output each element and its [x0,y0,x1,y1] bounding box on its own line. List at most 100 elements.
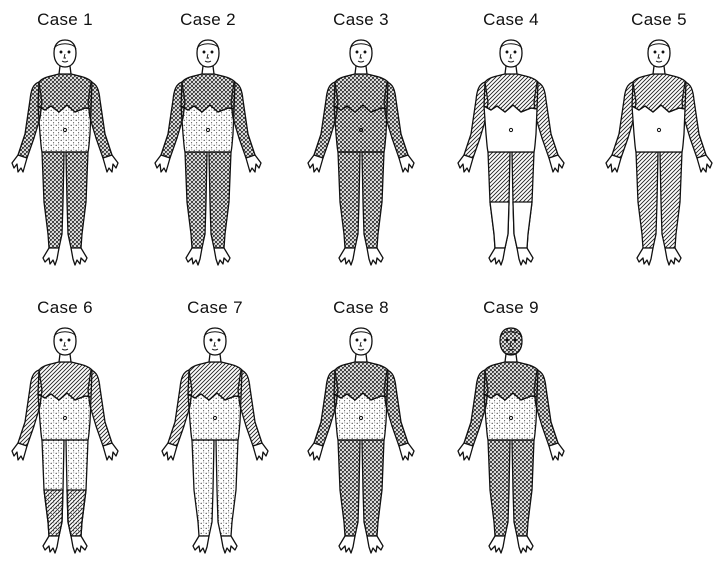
face-detail [356,51,358,53]
right-hand [253,443,268,460]
right-leg [216,440,238,536]
left-lower-leg [44,490,63,536]
left-hand [162,443,177,460]
right-hand [697,155,712,172]
left-foot [193,536,209,553]
left-foot [43,536,59,553]
right-foot [71,536,87,553]
face-detail [210,339,212,341]
case-2: Case 2 [143,10,273,270]
left-hand [308,155,323,172]
case-6: Case 6 [0,298,130,558]
face-detail [514,339,516,341]
left-foot [489,248,505,265]
left-hand [606,155,621,172]
right-foot [214,248,230,265]
right-foot [367,536,383,553]
left-leg [338,440,360,536]
face-detail [662,51,664,53]
left-foot [186,248,202,265]
body-figure [5,34,125,274]
body-figure [599,34,716,274]
left-leg [192,440,214,536]
face-detail [68,51,70,53]
right-leg [66,152,88,248]
body-figure [301,34,421,274]
right-foot [367,248,383,265]
left-hand [308,443,323,460]
right-hand [246,155,261,172]
body-figure [155,322,275,562]
chest [188,362,242,400]
case-label: Case 6 [0,298,130,318]
left-hand [12,443,27,460]
case-label: Case 9 [446,298,576,318]
chest [334,362,388,400]
left-hand [12,155,27,172]
case-label: Case 2 [143,10,273,30]
left-leg [42,152,64,248]
chest [38,74,92,112]
chest [484,74,538,112]
right-hand [399,443,414,460]
chest [334,74,388,112]
left-hand [458,443,473,460]
case-4: Case 4 [446,10,576,270]
face-detail [203,51,205,53]
left-hand [458,155,473,172]
right-foot [71,248,87,265]
left-foot [637,248,653,265]
face-detail [60,339,62,341]
left-leg [636,152,658,248]
body-figure [148,34,268,274]
right-hand [549,155,564,172]
body-figure [5,322,125,562]
chest [181,74,235,112]
face-detail [60,51,62,53]
face-detail [68,339,70,341]
body-figure [451,322,571,562]
face-detail [654,51,656,53]
left-leg [338,152,360,248]
case-7: Case 7 [150,298,280,558]
body-figure [301,322,421,562]
face-detail [364,339,366,341]
right-hand [103,443,118,460]
chest [484,362,538,400]
left-lower-leg [490,202,509,248]
case-8: Case 8 [296,298,426,558]
left-foot [43,248,59,265]
right-hand [103,155,118,172]
right-leg [362,440,384,536]
left-leg [185,152,207,248]
right-leg [512,440,534,536]
case-label: Case 1 [0,10,130,30]
chest [632,74,686,112]
right-hand [549,443,564,460]
right-foot [221,536,237,553]
right-hand [399,155,414,172]
chest [38,362,92,400]
case-5: Case 5 [594,10,716,270]
case-label: Case 4 [446,10,576,30]
face-detail [364,51,366,53]
right-lower-leg [67,490,86,536]
face-detail [506,51,508,53]
right-foot [665,248,681,265]
left-foot [489,536,505,553]
case-1: Case 1 [0,10,130,270]
right-leg [209,152,231,248]
case-label: Case 8 [296,298,426,318]
left-foot [339,248,355,265]
figure-body-charts: { "cases": [ {"label": "Case 1", "region… [0,0,716,546]
right-foot [517,536,533,553]
face-detail [506,339,508,341]
left-hand [155,155,170,172]
left-foot [339,536,355,553]
right-leg [660,152,682,248]
face-detail [356,339,358,341]
face-detail [218,339,220,341]
right-foot [517,248,533,265]
case-label: Case 7 [150,298,280,318]
case-3: Case 3 [296,10,426,270]
